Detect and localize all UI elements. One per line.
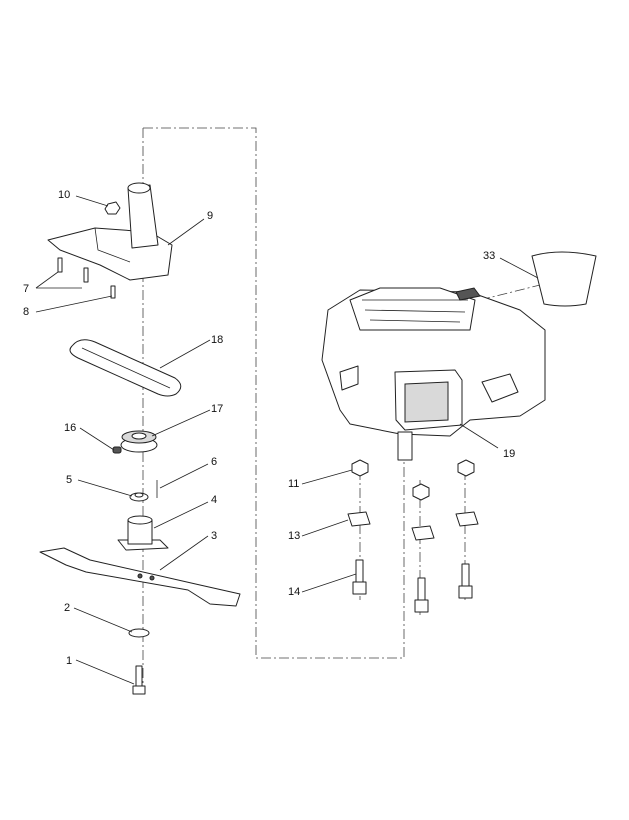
part-33-cover (531, 251, 597, 307)
callout-1: 1 (66, 655, 72, 667)
part-8-screw (110, 285, 116, 299)
callout-2: 2 (64, 602, 70, 614)
part-3-blade (39, 547, 241, 607)
callout-17: 17 (211, 403, 223, 415)
part-16-set-screw (112, 446, 122, 454)
callout-9: 9 (207, 210, 213, 222)
part-7-screws (57, 257, 89, 283)
part-17-pulley (120, 430, 158, 453)
callout-14: 14 (288, 586, 300, 598)
part-18-belt (69, 339, 182, 397)
callout-11: 11 (288, 478, 299, 490)
callout-4: 4 (211, 494, 217, 506)
part-9-belt-cover (47, 182, 173, 281)
part-10-nut (104, 201, 121, 215)
callout-33: 33 (483, 250, 495, 262)
part-13-spacers (347, 511, 479, 541)
part-14-bolts (352, 559, 473, 613)
callout-3: 3 (211, 530, 217, 542)
callout-19: 19 (503, 448, 515, 460)
callout-7: 7 (23, 283, 29, 295)
part-2-washer (128, 628, 150, 638)
callout-13: 13 (288, 530, 300, 542)
callout-5: 5 (66, 474, 72, 486)
callout-16: 16 (64, 422, 76, 434)
callout-10: 10 (58, 189, 70, 201)
part-19-engine (321, 287, 546, 461)
callout-6: 6 (211, 456, 217, 468)
part-11-nuts (351, 459, 475, 501)
part-4-blade-adapter (117, 515, 169, 551)
part-1-bolt (132, 665, 146, 695)
callout-18: 18 (211, 334, 223, 346)
callout-labels: 1 2 3 4 5 6 7 8 9 10 11 13 14 16 17 18 1… (23, 189, 515, 667)
callout-leaders (35, 195, 539, 685)
part-5-washer (129, 492, 149, 502)
callout-8: 8 (23, 306, 29, 318)
